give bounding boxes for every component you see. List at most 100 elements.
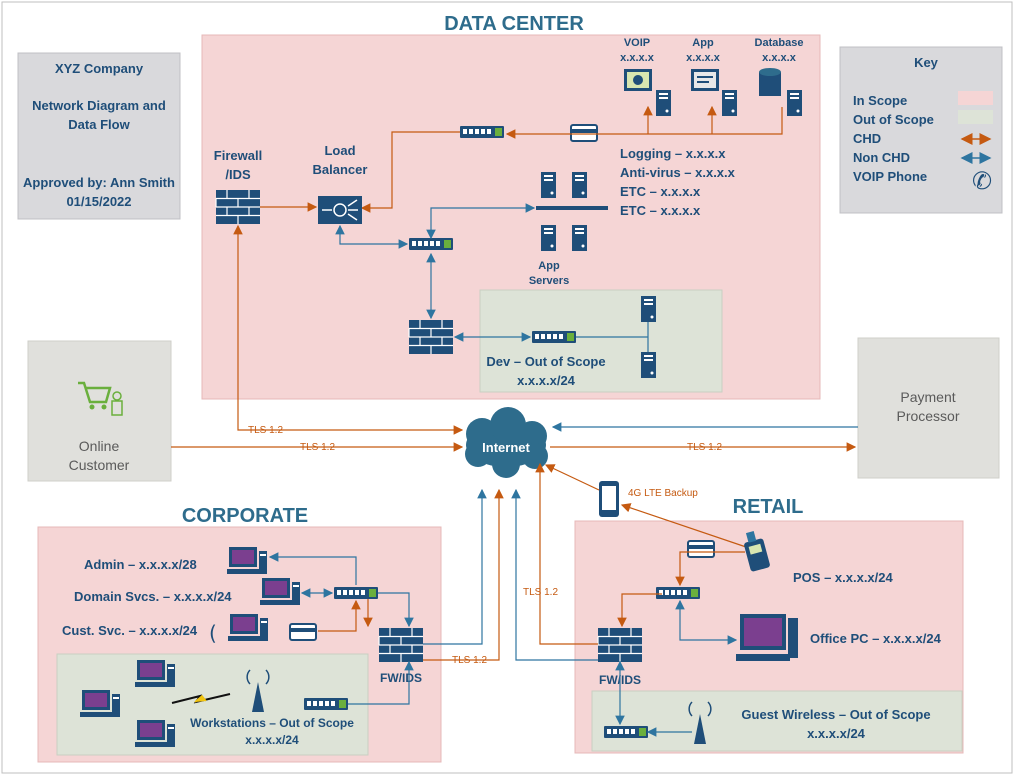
key-chd: CHD: [853, 131, 881, 146]
corp-switch-icon: [334, 587, 378, 599]
app-servers-bar: [536, 206, 608, 210]
retail-switch-to-fw-link: [617, 593, 662, 628]
dc-card-icon: [570, 124, 598, 142]
switch-to-lb-link: [360, 131, 460, 213]
etc-label-1: ETC – x.x.x.x: [620, 184, 701, 199]
workstation-pc-3-icon: [135, 720, 175, 747]
pos-terminal-icon: [744, 531, 770, 572]
retail-fw-chd-internet-link: [535, 462, 598, 645]
database-icon: [759, 68, 802, 116]
lte-phone-icon: [599, 481, 619, 517]
voip-phone-icon: ✆: [972, 167, 992, 195]
voip-ip: x.x.x.x: [620, 52, 655, 64]
database-ip: x.x.x.x: [762, 52, 797, 64]
workstations-label-1: Workstations – Out of Scope: [190, 716, 354, 730]
retail-heading: RETAIL: [733, 496, 804, 518]
dev-label-2: x.x.x.x/24: [517, 373, 576, 388]
workstation-pc-1-icon: [135, 660, 175, 687]
internet-label: Internet: [482, 440, 530, 455]
voip-server-icon: [624, 69, 671, 116]
retail-switch-to-office-link: [675, 599, 738, 645]
app-server-4-icon: [572, 225, 587, 251]
app-label: App: [692, 37, 714, 49]
lte-backup-label: 4G LTE Backup: [628, 488, 698, 499]
retail-fw-internet-link: [511, 488, 598, 661]
domain-pc-icon: [260, 578, 300, 605]
data-center-heading: DATA CENTER: [444, 13, 584, 35]
app-ip: x.x.x.x: [686, 52, 721, 64]
corp-fw-chd-internet-link: [423, 488, 504, 661]
dev-server-1-icon: [641, 296, 656, 322]
key-title: Key: [914, 55, 939, 70]
guest-wireless-zone: [591, 690, 963, 752]
cust-svc-link: [318, 599, 361, 632]
approval-date: 01/15/2022: [66, 194, 131, 209]
dc-core-switch-icon: [460, 126, 504, 138]
load-balancer-icon: [318, 196, 362, 224]
pos-to-switch-link: [675, 551, 745, 587]
app-server-1-icon: [541, 172, 556, 198]
dev-switch-to-servers-link: [576, 322, 649, 352]
domain-label: Domain Svcs. – x.x.x.x/24: [74, 589, 232, 604]
retail-firewall-icon: [597, 627, 643, 663]
cust-svc-pc-icon: [228, 614, 268, 641]
corporate-heading: CORPORATE: [182, 505, 308, 527]
tls-corp-label: TLS 1.2: [452, 655, 487, 666]
title-line-2: Data Flow: [68, 117, 130, 132]
cust-voip-phone-icon: (: [209, 621, 217, 645]
retail-card-icon: [687, 540, 715, 558]
dev-label-1: Dev – Out of Scope: [486, 354, 605, 369]
app-servers-label-2: Servers: [529, 275, 569, 287]
dc-internet-link: [237, 399, 464, 435]
cust-svc-label: Cust. Svc. – x.x.x.x/24: [62, 623, 198, 638]
key-voip-phone: VOIP Phone: [853, 169, 927, 184]
dev-server-2-icon: [641, 352, 656, 378]
dc-firewall-label-1: Firewall: [214, 148, 262, 163]
approved-by: Approved by: Ann Smith: [23, 175, 175, 190]
customer-person-icon: [111, 391, 123, 416]
corp-wireless-ap-icon: [246, 669, 270, 712]
key-box: [839, 46, 1003, 214]
database-label: Database: [755, 37, 804, 49]
antivirus-label: Anti-virus – x.x.x.x: [620, 165, 736, 180]
payment-processor-box: [857, 337, 1000, 479]
admin-pc-icon: [227, 547, 267, 574]
corp-fw-label: FW/IDS: [380, 671, 422, 685]
workstation-pc-2-icon: [80, 690, 120, 717]
app-servers-label-1: App: [538, 260, 560, 272]
online-customer-label-1: Online: [79, 438, 120, 454]
dc-firewall-label-2: /IDS: [225, 167, 251, 182]
internet-cloud-icon: [465, 407, 548, 478]
key-non-chd: Non CHD: [853, 150, 910, 165]
corp-card-icon: [289, 623, 317, 641]
tls-label-3: TLS 1.2: [687, 442, 722, 453]
lb-label-1: Load: [324, 143, 355, 158]
workstations-label-2: x.x.x.x/24: [245, 733, 299, 747]
db-to-switch-link: [505, 107, 783, 139]
app-server-icon: [691, 69, 737, 116]
dev-switch-icon: [532, 331, 576, 343]
office-pc-icon: [736, 614, 798, 661]
etc-label-2: ETC – x.x.x.x: [620, 203, 701, 218]
guest-wireless-label-1: Guest Wireless – Out of Scope: [741, 707, 930, 722]
pos-to-lte-link: [620, 503, 750, 549]
key-in-scope-swatch: [958, 91, 993, 105]
app-server-3-icon: [541, 225, 556, 251]
company-name: XYZ Company: [55, 61, 144, 76]
title-box: [17, 52, 181, 220]
logging-label: Logging – x.x.x.x: [620, 146, 726, 161]
voip-label: VOIP: [624, 37, 650, 49]
ws-switch-icon: [304, 698, 348, 710]
pos-label: POS – x.x.x.x/24: [793, 570, 894, 585]
title-line-1: Network Diagram and: [32, 98, 166, 113]
lb-to-lan-link: [335, 224, 409, 249]
shopping-cart-icon: [78, 381, 112, 410]
corp-fw-to-internet-link: [423, 488, 487, 645]
lan-to-app-link: [426, 203, 536, 240]
key-in-scope: In Scope: [853, 93, 907, 108]
corp-firewall-icon: [378, 627, 424, 663]
lb-label-2: Balancer: [313, 162, 368, 177]
dev-firewall-icon: [408, 319, 454, 355]
